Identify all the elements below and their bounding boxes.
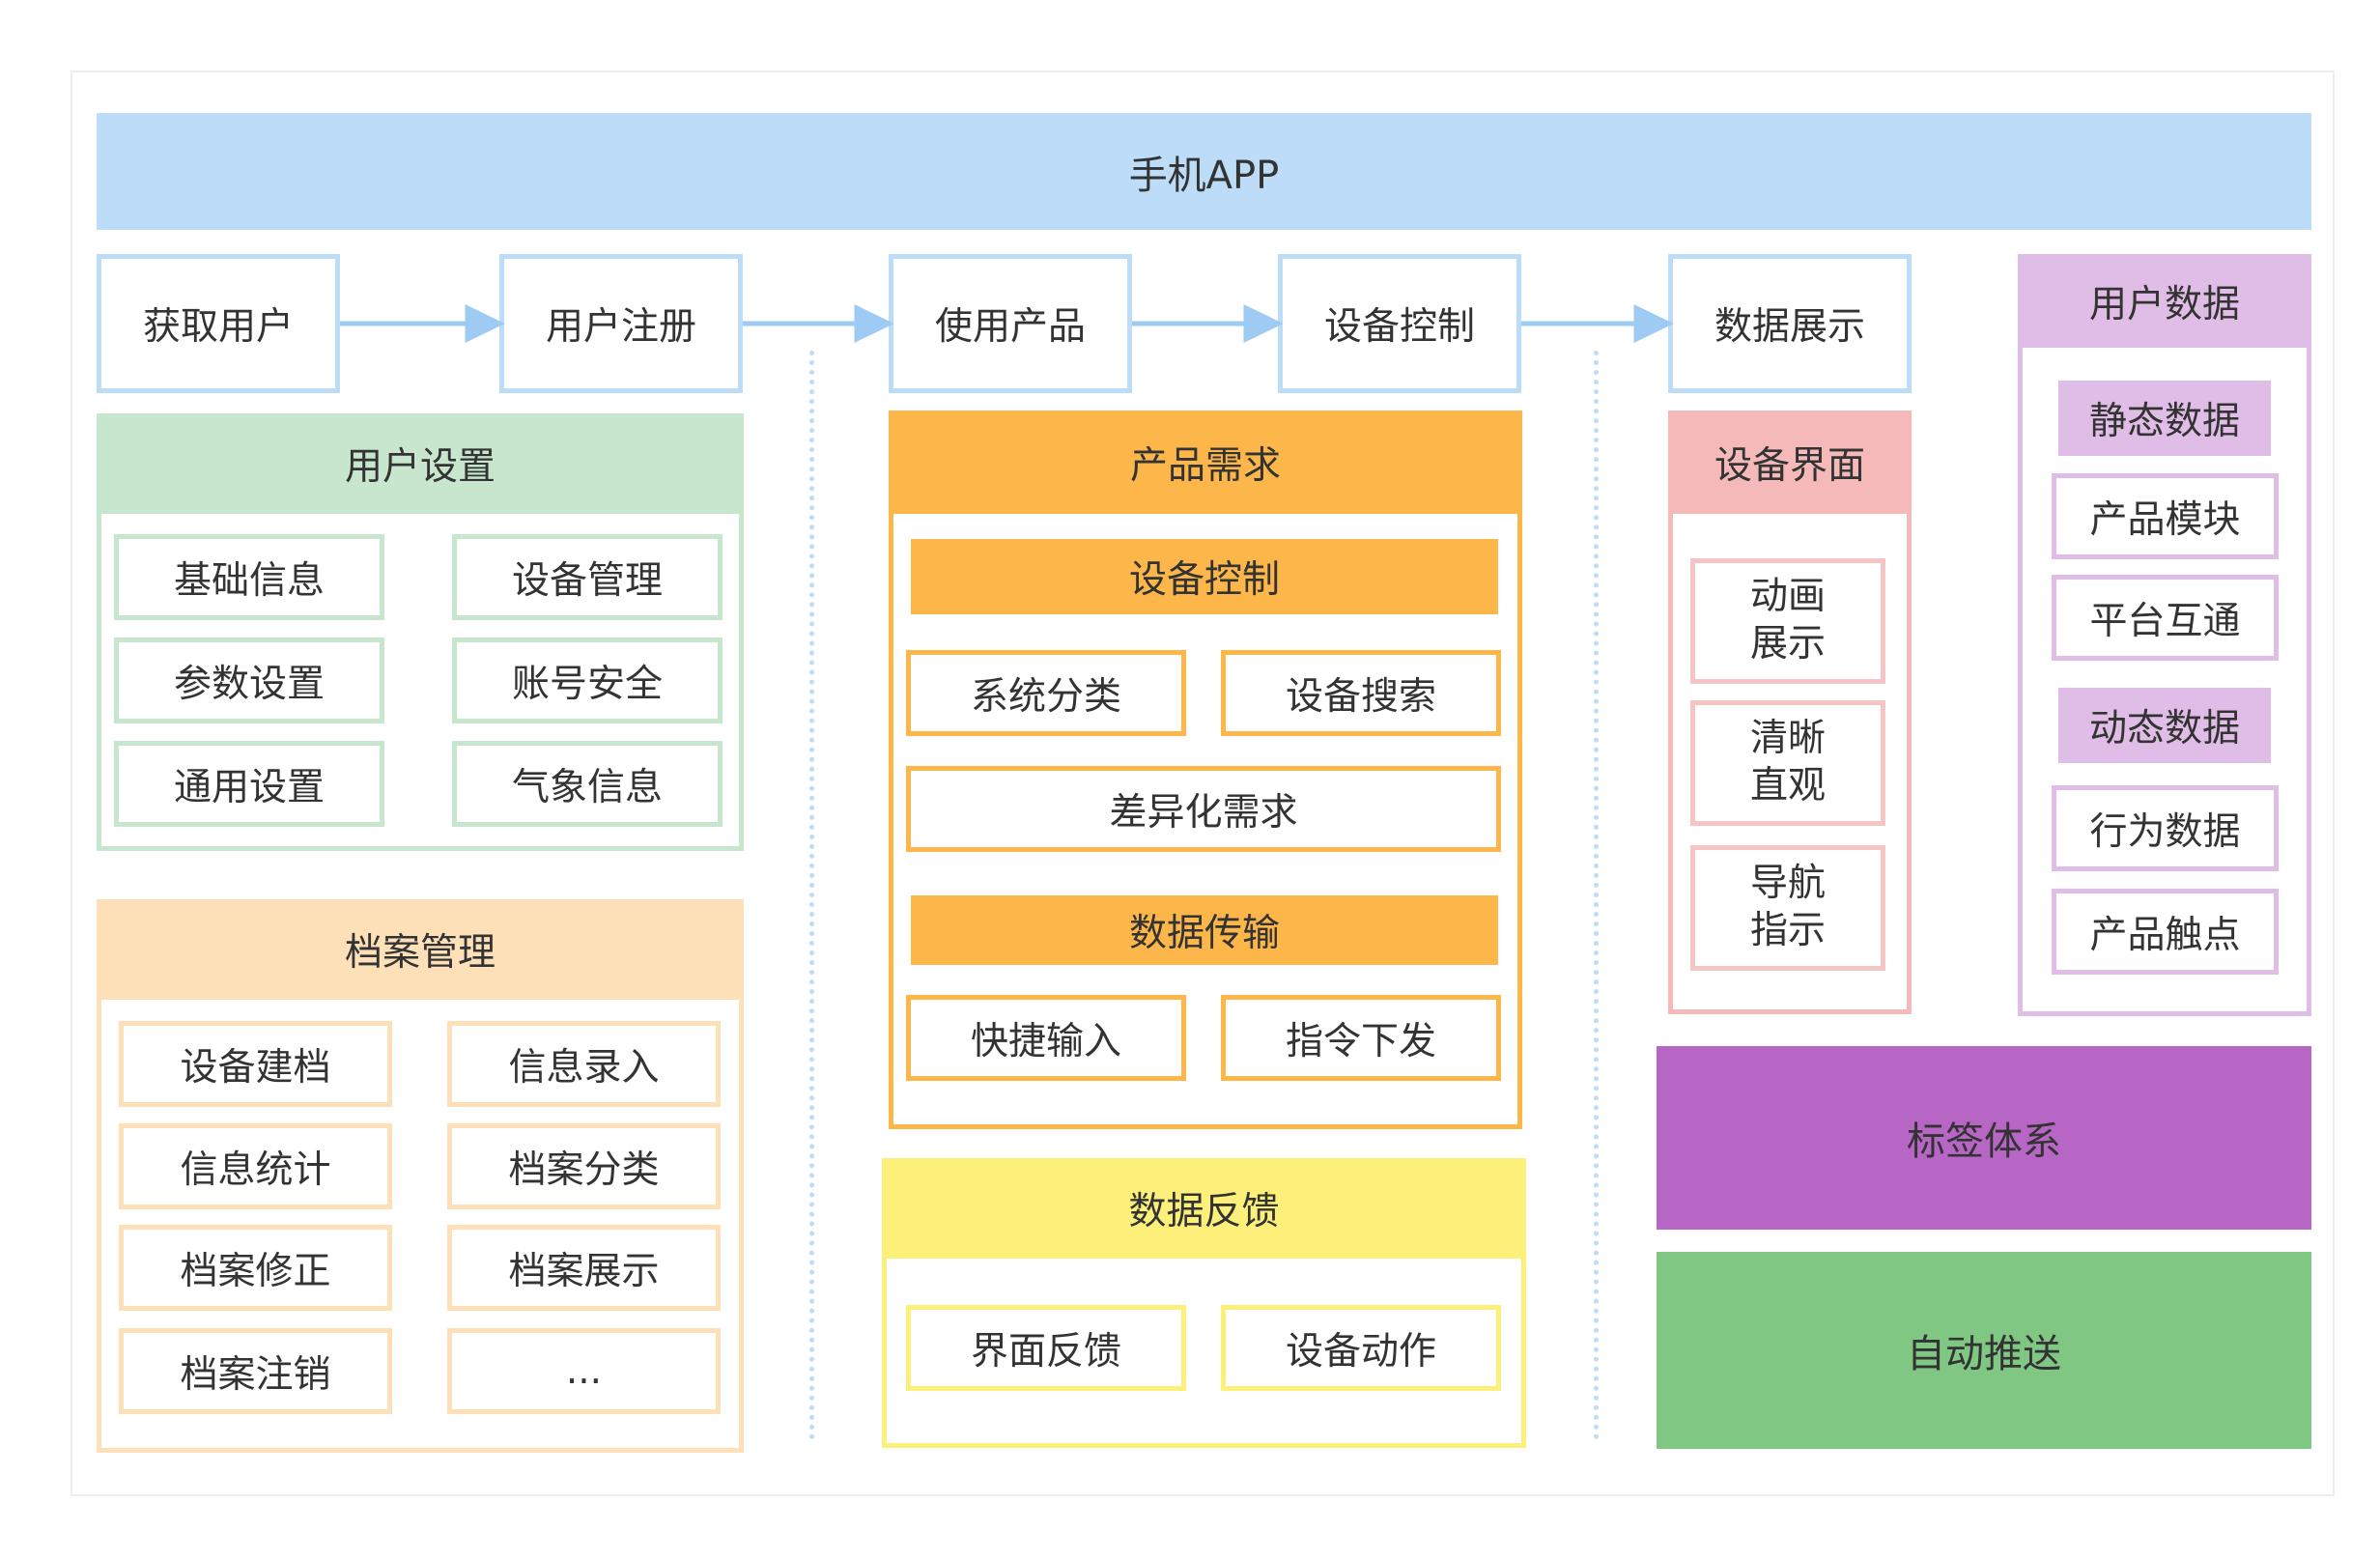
dynamic-data-subheader: 动态数据 bbox=[2058, 688, 2271, 763]
product-requirements-title: 产品需求 bbox=[889, 411, 1522, 514]
device-control-item: 设备搜索 bbox=[1221, 650, 1501, 736]
tag-system-band: 标签体系 bbox=[1657, 1046, 2311, 1230]
user-settings-item: 参数设置 bbox=[114, 638, 384, 723]
data-feedback-title: 数据反馈 bbox=[882, 1158, 1526, 1259]
user-settings-title: 用户设置 bbox=[97, 413, 744, 514]
flow-step-device-control: 设备控制 bbox=[1278, 254, 1521, 393]
auto-push-band: 自动推送 bbox=[1657, 1252, 2311, 1449]
archive-item: 设备建档 bbox=[119, 1021, 392, 1107]
archive-item: 信息录入 bbox=[447, 1021, 721, 1107]
differentiation-requirement: 差异化需求 bbox=[906, 766, 1501, 852]
static-data-item: 产品模块 bbox=[2052, 473, 2279, 559]
data-feedback-item: 界面反馈 bbox=[906, 1305, 1186, 1391]
device-control-item: 系统分类 bbox=[906, 650, 1186, 736]
device-interface-title: 设备界面 bbox=[1668, 411, 1912, 514]
flow-step-register: 用户注册 bbox=[499, 254, 743, 393]
archive-title: 档案管理 bbox=[97, 899, 744, 1000]
user-data-title: 用户数据 bbox=[2018, 254, 2311, 348]
user-settings-item: 设备管理 bbox=[452, 534, 722, 620]
device-interface-item: 导航 指示 bbox=[1690, 845, 1885, 971]
user-settings-item: 账号安全 bbox=[452, 638, 722, 723]
device-interface-item: 清晰 直观 bbox=[1690, 700, 1885, 826]
diagram-frame bbox=[71, 71, 2335, 1496]
archive-item: 档案展示 bbox=[447, 1225, 721, 1311]
dynamic-data-item: 产品触点 bbox=[2052, 889, 2279, 975]
separator-left bbox=[809, 351, 814, 1440]
separator-right bbox=[1594, 351, 1599, 1440]
data-transfer-subheader: 数据传输 bbox=[911, 895, 1498, 965]
flow-step-data-display: 数据展示 bbox=[1668, 254, 1912, 393]
app-header-bar: 手机APP bbox=[97, 113, 2311, 230]
static-data-item: 平台互通 bbox=[2052, 575, 2279, 661]
archive-item-more: ... bbox=[447, 1328, 721, 1414]
data-feedback-item: 设备动作 bbox=[1221, 1305, 1501, 1391]
archive-item: 档案修正 bbox=[119, 1225, 392, 1311]
flow-step-acquire-users: 获取用户 bbox=[97, 254, 340, 393]
dynamic-data-item: 行为数据 bbox=[2052, 785, 2279, 871]
archive-item: 档案注销 bbox=[119, 1328, 392, 1414]
static-data-subheader: 静态数据 bbox=[2058, 381, 2271, 456]
device-interface-item: 动画 展示 bbox=[1690, 558, 1885, 684]
archive-item: 档案分类 bbox=[447, 1123, 721, 1209]
user-settings-item: 基础信息 bbox=[114, 534, 384, 620]
user-settings-item: 气象信息 bbox=[452, 741, 722, 827]
archive-item: 信息统计 bbox=[119, 1123, 392, 1209]
flow-step-use-product: 使用产品 bbox=[889, 254, 1132, 393]
user-settings-item: 通用设置 bbox=[114, 741, 384, 827]
device-control-subheader: 设备控制 bbox=[911, 539, 1498, 614]
data-transfer-item: 指令下发 bbox=[1221, 995, 1501, 1081]
data-transfer-item: 快捷输入 bbox=[906, 995, 1186, 1081]
